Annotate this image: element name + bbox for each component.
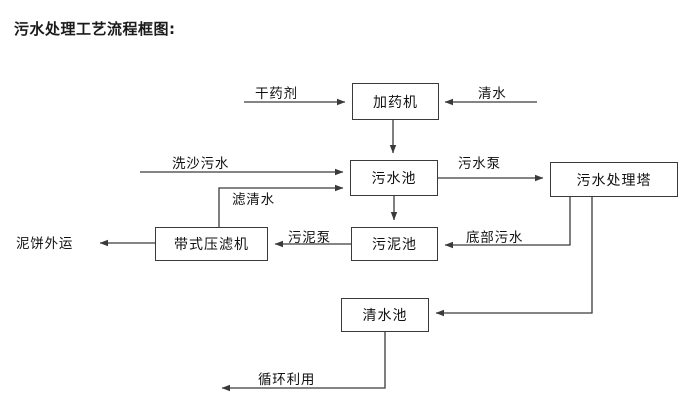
node-label: 污泥池 <box>372 237 417 253</box>
node-label: 带式压滤机 <box>174 237 249 253</box>
page-title: 污水处理工艺流程框图: <box>14 20 176 38</box>
node-clean-water-pool[interactable]: 清水池 <box>341 298 429 332</box>
node-dosing-machine[interactable]: 加药机 <box>352 83 439 120</box>
edge-label-bottom-wastewater: 底部污水 <box>466 230 524 246</box>
node-label: 污水处理塔 <box>576 172 652 189</box>
edge-label-sand-wash-water: 洗沙污水 <box>172 156 230 172</box>
node-belt-filter-press[interactable]: 带式压滤机 <box>155 227 268 261</box>
edge-label-clean-water-in: 清水 <box>478 86 507 102</box>
edge-label-dry-chemical: 干药剂 <box>255 86 298 102</box>
edge-tower-to-clean-water-pool <box>435 197 593 317</box>
edge-label-sludge-pump: 污泥泵 <box>288 230 331 246</box>
edge-clean-water-pool-recycle <box>221 332 386 392</box>
node-wastewater-pool[interactable]: 污水池 <box>350 160 438 196</box>
edge-filtered-water-to-wastewater-pool <box>218 184 344 227</box>
terminal-label-mud-cake-out: 泥饼外运 <box>16 236 74 252</box>
node-label: 加药机 <box>373 94 418 111</box>
node-treatment-tower[interactable]: 污水处理塔 <box>550 162 678 197</box>
edge-label-recycle-reuse: 循环利用 <box>258 372 316 388</box>
edge-label-wastewater-pump: 污水泵 <box>458 156 501 172</box>
edge-label-filtered-water: 滤清水 <box>232 192 275 208</box>
edge-tower-bottom-wastewater-to-sludge-pool <box>444 197 571 249</box>
node-label: 污水池 <box>371 171 417 187</box>
node-sludge-pool[interactable]: 污泥池 <box>351 227 438 261</box>
node-label: 清水池 <box>362 308 408 324</box>
